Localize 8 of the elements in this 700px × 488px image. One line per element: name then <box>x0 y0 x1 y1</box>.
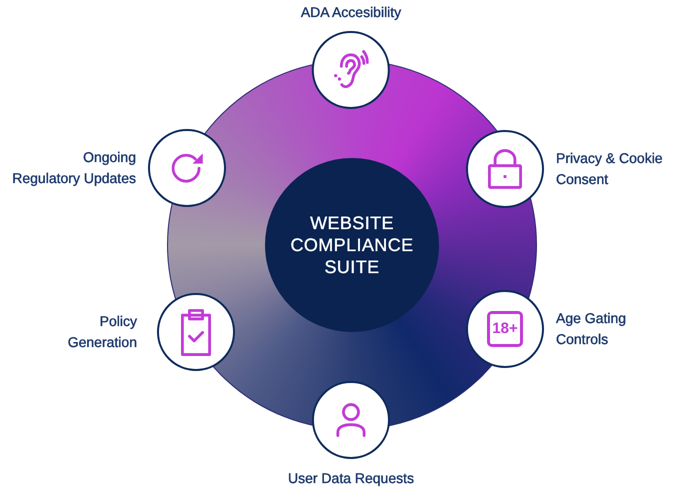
feature-label: Ongoing Regulatory Updates <box>12 148 136 188</box>
feature-label: Age Gating Controls <box>556 309 626 349</box>
rating-badge: 18+ <box>487 311 523 347</box>
feature-label: Privacy & Cookie Consent <box>556 149 663 189</box>
feature-label: ADA Accesibility <box>300 3 402 22</box>
feature-label: User Data Requests <box>288 469 414 488</box>
feature-label: Policy Generation <box>68 312 137 352</box>
hub-title: WEBSITE COMPLIANCE SUITE <box>290 212 414 278</box>
